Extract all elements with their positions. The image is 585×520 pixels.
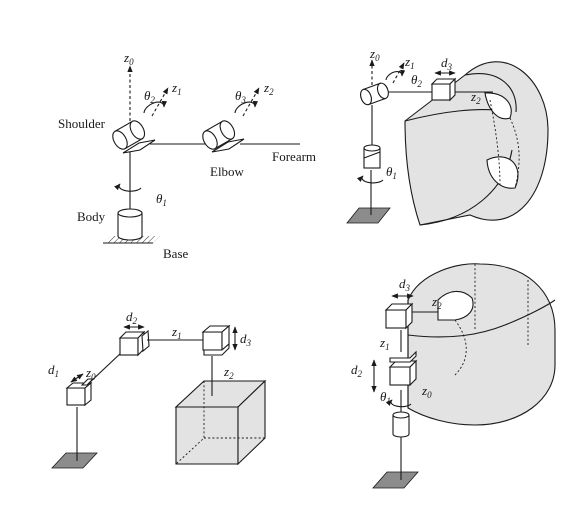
label-base: Base bbox=[163, 246, 189, 261]
workspace-inner-lip bbox=[464, 73, 517, 113]
cylindrical-symbol-d3: d3 bbox=[399, 276, 411, 293]
cylinder-hidden-edges bbox=[454, 264, 529, 376]
spherical-symbol-theta1: θ1 bbox=[386, 164, 397, 181]
cube-side-face bbox=[237, 379, 266, 466]
cartesian-symbol-z2: z2 bbox=[223, 364, 234, 381]
cylindrical-symbol-z1: z1 bbox=[379, 335, 390, 352]
cartesian-symbol-d3: d3 bbox=[240, 331, 252, 348]
spherical-theta2-arrow bbox=[385, 69, 406, 81]
panel-cartesian: d1 d2 d3 z0 z1 z2 bbox=[48, 309, 267, 469]
spherical-symbol-z1: z1 bbox=[404, 54, 415, 71]
cylindrical-waist-cylinder-top bbox=[392, 411, 410, 419]
cylindrical-symbol-d2: d2 bbox=[351, 362, 363, 379]
symbol-z2: z2 bbox=[263, 80, 274, 97]
symbol-z0: z0 bbox=[123, 50, 134, 67]
spherical-base-plate bbox=[346, 207, 391, 224]
cartesian-d1-joint bbox=[65, 378, 95, 407]
cube-hidden-edges bbox=[175, 381, 265, 465]
label-body: Body bbox=[77, 209, 106, 224]
cartesian-symbol-d2: d2 bbox=[126, 309, 138, 326]
cylindrical-symbol-z0: z0 bbox=[421, 383, 432, 400]
cartesian-link-1 bbox=[87, 351, 123, 385]
spherical-prismatic-joint bbox=[430, 77, 457, 102]
symbol-theta2: θ2 bbox=[144, 88, 155, 105]
cartesian-base-plate bbox=[51, 452, 98, 469]
cartesian-d2-joint bbox=[118, 329, 150, 357]
symbol-z1: z1 bbox=[171, 80, 182, 97]
cylinder-mid-edge bbox=[407, 299, 556, 338]
cartesian-d1-arrow bbox=[70, 373, 84, 383]
panel-cylindrical: d3 z2 z1 d2 θ1 z0 bbox=[351, 263, 556, 489]
workspace-hidden-edge-2 bbox=[509, 117, 520, 189]
spherical-theta1-arrow bbox=[356, 175, 384, 184]
symbol-theta1: θ1 bbox=[156, 191, 167, 208]
cylindrical-theta1-arrow bbox=[385, 399, 412, 408]
cylinder-inner-cut bbox=[437, 290, 474, 321]
label-forearm: Forearm bbox=[272, 149, 316, 164]
theta3-arrow bbox=[234, 100, 258, 114]
spherical-waist-joint bbox=[363, 144, 381, 169]
theta2-arrow bbox=[143, 100, 167, 114]
cartesian-symbol-z1: z1 bbox=[171, 324, 182, 341]
elbow-joint bbox=[202, 120, 236, 150]
spherical-workspace bbox=[404, 61, 549, 226]
cube-front-face bbox=[175, 406, 239, 465]
theta1-arrow bbox=[114, 183, 142, 192]
cylindrical-symbol-z2: z2 bbox=[431, 294, 442, 311]
cylindrical-d2-joint bbox=[388, 350, 418, 387]
panel-spherical: z0 z1 θ2 d3 z2 θ1 bbox=[346, 46, 549, 226]
cartesian-symbol-d1: d1 bbox=[48, 362, 59, 379]
label-shoulder: Shoulder bbox=[58, 116, 106, 131]
label-elbow: Elbow bbox=[210, 164, 245, 179]
spherical-shoulder-joint bbox=[360, 82, 389, 106]
symbol-theta3: θ3 bbox=[235, 88, 246, 105]
panel-articulated: Shoulder Elbow Forearm Body Base z0 z1 z… bbox=[58, 50, 316, 261]
spherical-symbol-z2: z2 bbox=[470, 89, 481, 106]
spherical-symbol-theta2: θ2 bbox=[411, 72, 422, 89]
cylindrical-d3-joint bbox=[384, 302, 414, 330]
elbow-plate bbox=[211, 138, 245, 153]
workspace-hidden-edge-1 bbox=[489, 99, 501, 186]
body-cylinder-top bbox=[117, 208, 143, 218]
spherical-z1-axis bbox=[392, 62, 405, 84]
cylindrical-base-plate bbox=[372, 471, 419, 489]
cartesian-d3-joint bbox=[201, 324, 231, 356]
shoulder-plate bbox=[122, 139, 156, 154]
cartesian-symbol-z0: z0 bbox=[85, 365, 96, 382]
cylinder-workspace bbox=[407, 263, 556, 426]
cylindrical-symbol-theta1: θ1 bbox=[380, 389, 391, 406]
shoulder-joint bbox=[112, 120, 146, 150]
spherical-symbol-d3: d3 bbox=[441, 55, 453, 72]
cylindrical-waist-cylinder bbox=[392, 415, 410, 438]
spherical-symbol-z0: z0 bbox=[369, 46, 380, 63]
body-cylinder bbox=[117, 213, 143, 241]
